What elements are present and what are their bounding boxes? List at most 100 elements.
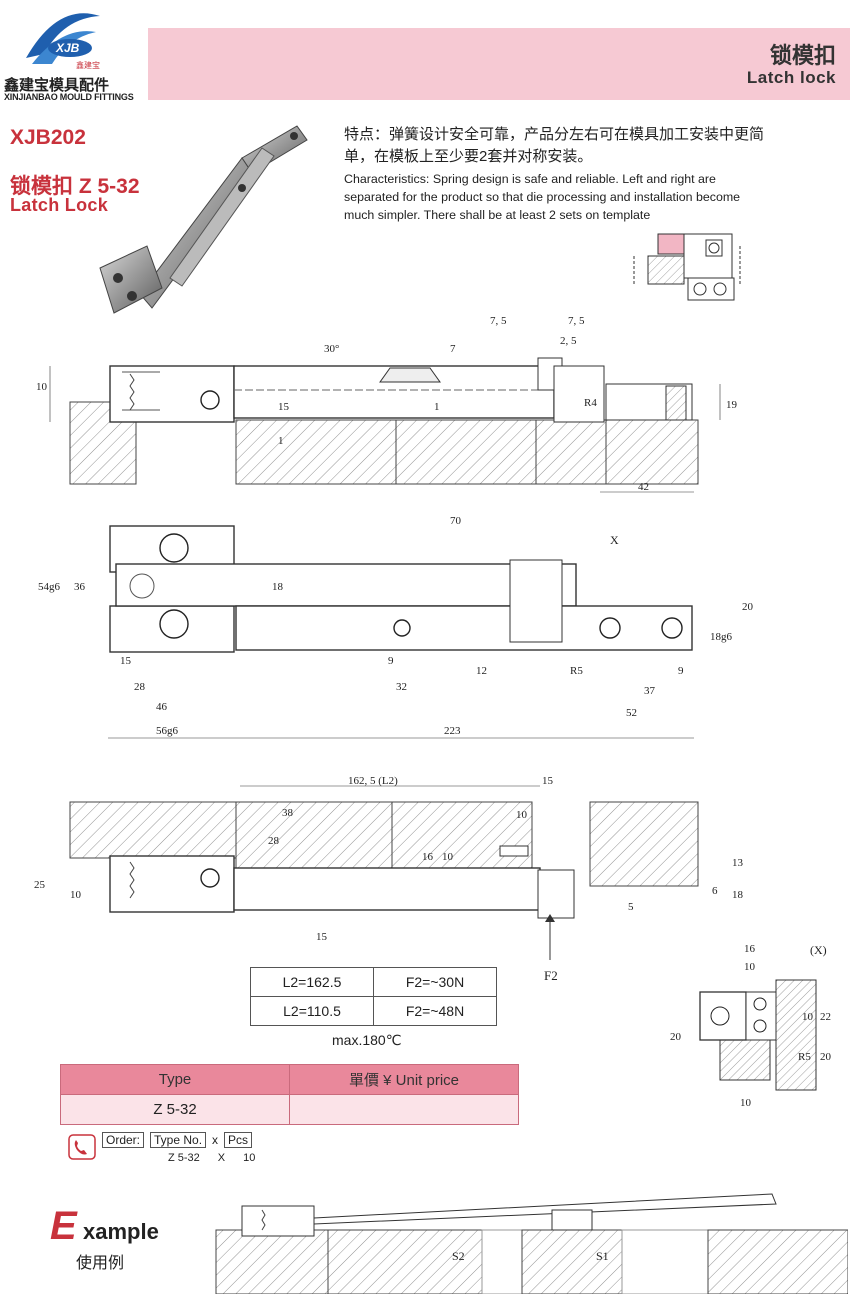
install-diagram — [633, 233, 741, 301]
product-name-en: Latch Lock — [10, 195, 109, 215]
dim-19: 19 — [726, 399, 738, 411]
table-row: L2=162.5 F2=~30N — [250, 967, 497, 997]
example-diagram: S2 S1 — [215, 1193, 848, 1294]
max-temperature: max.180℃ — [332, 1032, 402, 1048]
dim-15-bottom: 15 — [316, 931, 328, 943]
page-title-en: Latch lock — [746, 68, 836, 87]
price-cell-type: Z 5-32 — [60, 1094, 290, 1125]
brand-name-cn: 鑫建宝模具配件 — [4, 77, 110, 94]
spec-cell-f2: F2=~30N — [373, 967, 497, 997]
dim-36: 36 — [74, 581, 86, 593]
table-row: Z 5-32 — [60, 1094, 519, 1125]
logo-mark-sub: 鑫建宝 — [76, 60, 100, 70]
features-cn: 特点：弹簧设计安全可靠，产品分左右可在模具加工安装中更简单，在模板上至少要2套并… — [344, 126, 765, 165]
product-code: XJB202 — [10, 126, 86, 149]
order-pcs: Pcs — [224, 1132, 253, 1148]
dim-10-c: 10 — [740, 1097, 752, 1109]
dim-15-top: 15 — [542, 775, 554, 787]
dim-32: 32 — [396, 681, 407, 693]
order-example: Z 5-32 X 10 — [168, 1152, 255, 1164]
dim-s1: S1 — [596, 1249, 609, 1263]
order-example-type: Z 5-32 — [168, 1152, 200, 1164]
dim-18: 18 — [732, 889, 744, 901]
dim-37: 37 — [644, 685, 656, 697]
spec-cell-l2: L2=162.5 — [250, 967, 374, 997]
dim-22: 22 — [820, 1011, 831, 1023]
brand-name-en: XINJIANBAO MOULD FITTINGS — [4, 92, 134, 102]
phone-order-icon — [68, 1134, 96, 1160]
section-marker-x: X — [610, 533, 619, 547]
dim-7-5-a: 7, 5 — [490, 315, 507, 327]
dim-56g6: 56g6 — [156, 725, 179, 737]
features-en: Characteristics: Spring design is safe a… — [344, 172, 741, 222]
price-table: Type 單價 ¥ Unit price Z 5-32 — [60, 1064, 519, 1125]
dim-28: 28 — [134, 681, 146, 693]
dim-28: 28 — [268, 835, 280, 847]
dim-1-a: 1 — [278, 435, 284, 447]
dim-25: 25 — [34, 879, 46, 891]
dim-5: 5 — [628, 901, 634, 913]
dim-13: 13 — [732, 857, 744, 869]
spec-cell-f2: F2=~48N — [373, 996, 497, 1026]
dim-16: 16 — [422, 851, 434, 863]
product-name-cn: 锁模扣 Z 5-32 — [10, 175, 140, 198]
dim-s2: S2 — [452, 1249, 465, 1263]
dim-54g6: 54g6 — [38, 581, 61, 593]
header-band — [148, 28, 850, 100]
dim-6: 6 — [712, 885, 718, 897]
drawing-assembly-section: 162, 5 (L2) 15 38 10 28 16 10 13 25 10 6… — [34, 775, 744, 960]
dim-52: 52 — [626, 707, 637, 719]
force-label-f2: F2 — [544, 968, 558, 983]
dim-18g6: 18g6 — [710, 631, 733, 643]
dim-20-a: 20 — [670, 1031, 682, 1043]
price-table-header: Type 單價 ¥ Unit price — [60, 1064, 519, 1095]
detail-x-view: (X) 16 10 10 22 20 R5 20 10 — [670, 943, 832, 1109]
dim-20-b: 20 — [820, 1051, 832, 1063]
order-type-no: Type No. — [150, 1132, 207, 1148]
price-header-type: Type — [60, 1064, 290, 1095]
dim-223: 223 — [444, 725, 461, 737]
dim-15: 15 — [278, 401, 290, 413]
dim-70: 70 — [450, 515, 462, 527]
dim-15: 15 — [120, 655, 132, 667]
page-title-cn: 锁模扣 — [769, 43, 836, 68]
dim-r5: R5 — [798, 1051, 811, 1063]
example-title-cn: 使用例 — [76, 1255, 125, 1272]
dim-10-b: 10 — [802, 1011, 814, 1023]
dim-10-a: 10 — [744, 961, 756, 973]
order-label: Order: — [102, 1132, 145, 1148]
dim-46: 46 — [156, 701, 168, 713]
dim-38: 38 — [282, 807, 294, 819]
dim-42: 42 — [638, 481, 649, 493]
dim-r4: R4 — [584, 397, 597, 409]
dim-9-b: 9 — [678, 665, 684, 677]
dim-18: 18 — [272, 581, 284, 593]
brand-logo: XJB 鑫建宝 — [26, 13, 100, 70]
dim-7-5-b: 7, 5 — [568, 315, 585, 327]
dim-7: 7 — [450, 343, 456, 355]
example-title-initial: E — [50, 1204, 77, 1248]
product-photo — [99, 125, 308, 314]
dim-2-5: 2, 5 — [560, 335, 577, 347]
order-example-x: X — [217, 1152, 226, 1164]
dim-10-b: 10 — [442, 851, 454, 863]
dim-16: 16 — [744, 943, 756, 955]
drawing-top-view: 70 X 54g6 36 18 20 18g6 15 9 12 R5 9 28 … — [38, 515, 754, 739]
spec-table: L2=162.5 F2=~30N L2=110.5 F2=~48N — [250, 967, 497, 1026]
dim-10-c: 10 — [70, 889, 82, 901]
dim-30deg: 30° — [324, 343, 339, 355]
drawing-side-section: 7, 5 7, 5 2, 5 30° 7 10 15 1 1 R4 19 42 — [36, 315, 738, 493]
dim-r5: R5 — [570, 665, 583, 677]
dim-10: 10 — [36, 381, 48, 393]
dim-1-b: 1 — [434, 401, 440, 413]
example-title-rest: xample — [83, 1219, 159, 1244]
spec-cell-l2: L2=110.5 — [250, 996, 374, 1026]
logo-mark-text: XJB — [55, 41, 80, 55]
dim-12: 12 — [476, 665, 487, 677]
price-cell-unit-price — [289, 1094, 519, 1125]
dim-10-a: 10 — [516, 809, 528, 821]
dim-20: 20 — [742, 601, 754, 613]
dim-162-5-l2: 162, 5 (L2) — [348, 775, 398, 787]
order-example-qty: 10 — [243, 1152, 256, 1164]
order-format: Order: Type No. x Pcs — [102, 1132, 253, 1148]
